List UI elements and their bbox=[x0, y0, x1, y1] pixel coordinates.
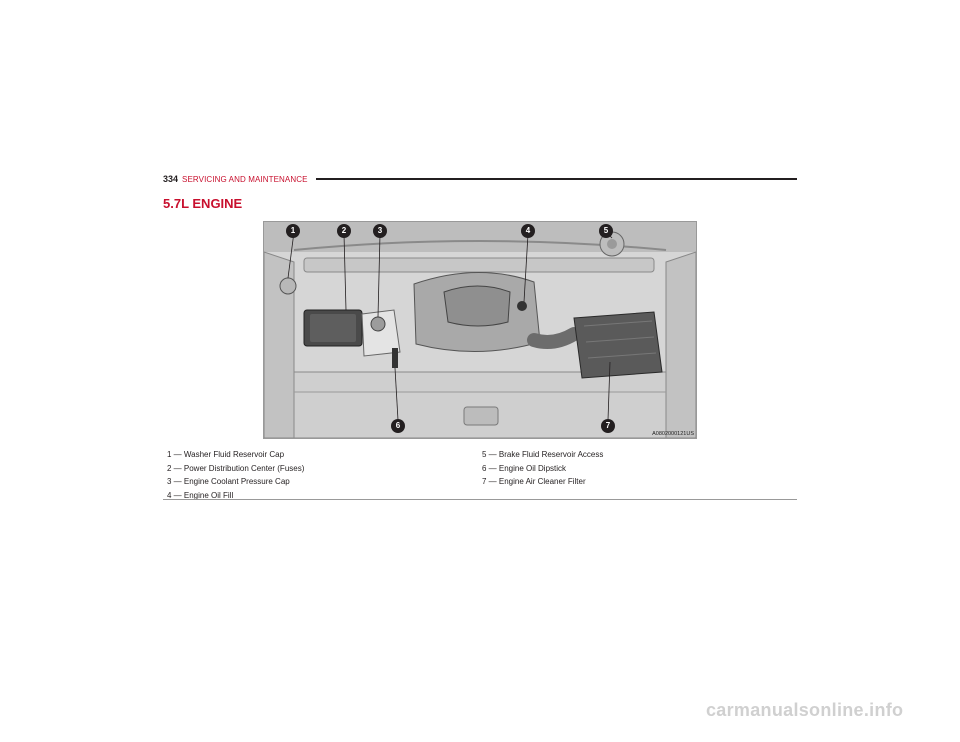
engine-drawing bbox=[264, 222, 696, 438]
callout-6: 6 bbox=[391, 419, 405, 433]
callout-4: 4 bbox=[521, 224, 535, 238]
header-rule bbox=[315, 178, 797, 180]
page-number: 334 bbox=[163, 174, 179, 184]
legend-item: 4 — Engine Oil Fill bbox=[167, 490, 234, 500]
legend-left-column: 1 — Washer Fluid Reservoir Cap 2 — Power… bbox=[167, 448, 304, 502]
watermark: carmanualsonline.info bbox=[706, 700, 904, 720]
legend-item: 1 — Washer Fluid Reservoir Cap bbox=[167, 450, 285, 459]
page-header: 334 SERVICING AND MAINTENANCE bbox=[163, 172, 797, 186]
engine-compartment-illustration: 1 2 3 4 5 6 7 A0802000121US bbox=[263, 221, 697, 439]
legend-item: 2 — Power Distribution Center (Fuses) bbox=[167, 463, 305, 473]
callout-2: 2 bbox=[337, 224, 351, 238]
legend-item: 3 — Engine Coolant Pressure Cap bbox=[167, 477, 290, 486]
legend-item: 6 — Engine Oil Dipstick bbox=[482, 463, 567, 473]
callout-7: 7 bbox=[601, 419, 615, 433]
callout-1: 1 bbox=[286, 224, 300, 238]
legend-right-column: 5 — Brake Fluid Reservoir Access 6 — Eng… bbox=[482, 448, 603, 489]
callout-3: 3 bbox=[373, 224, 387, 238]
section-name: SERVICING AND MAINTENANCE bbox=[182, 174, 308, 184]
legend-bottom-rule bbox=[163, 499, 797, 500]
callout-5: 5 bbox=[599, 224, 613, 238]
legend-item: 7 — Engine Air Cleaner Filter bbox=[482, 477, 586, 486]
legend-item: 5 — Brake Fluid Reservoir Access bbox=[482, 450, 604, 459]
figure-id-label: A0802000121US bbox=[652, 431, 694, 437]
section-title: 5.7L ENGINE bbox=[163, 196, 243, 211]
